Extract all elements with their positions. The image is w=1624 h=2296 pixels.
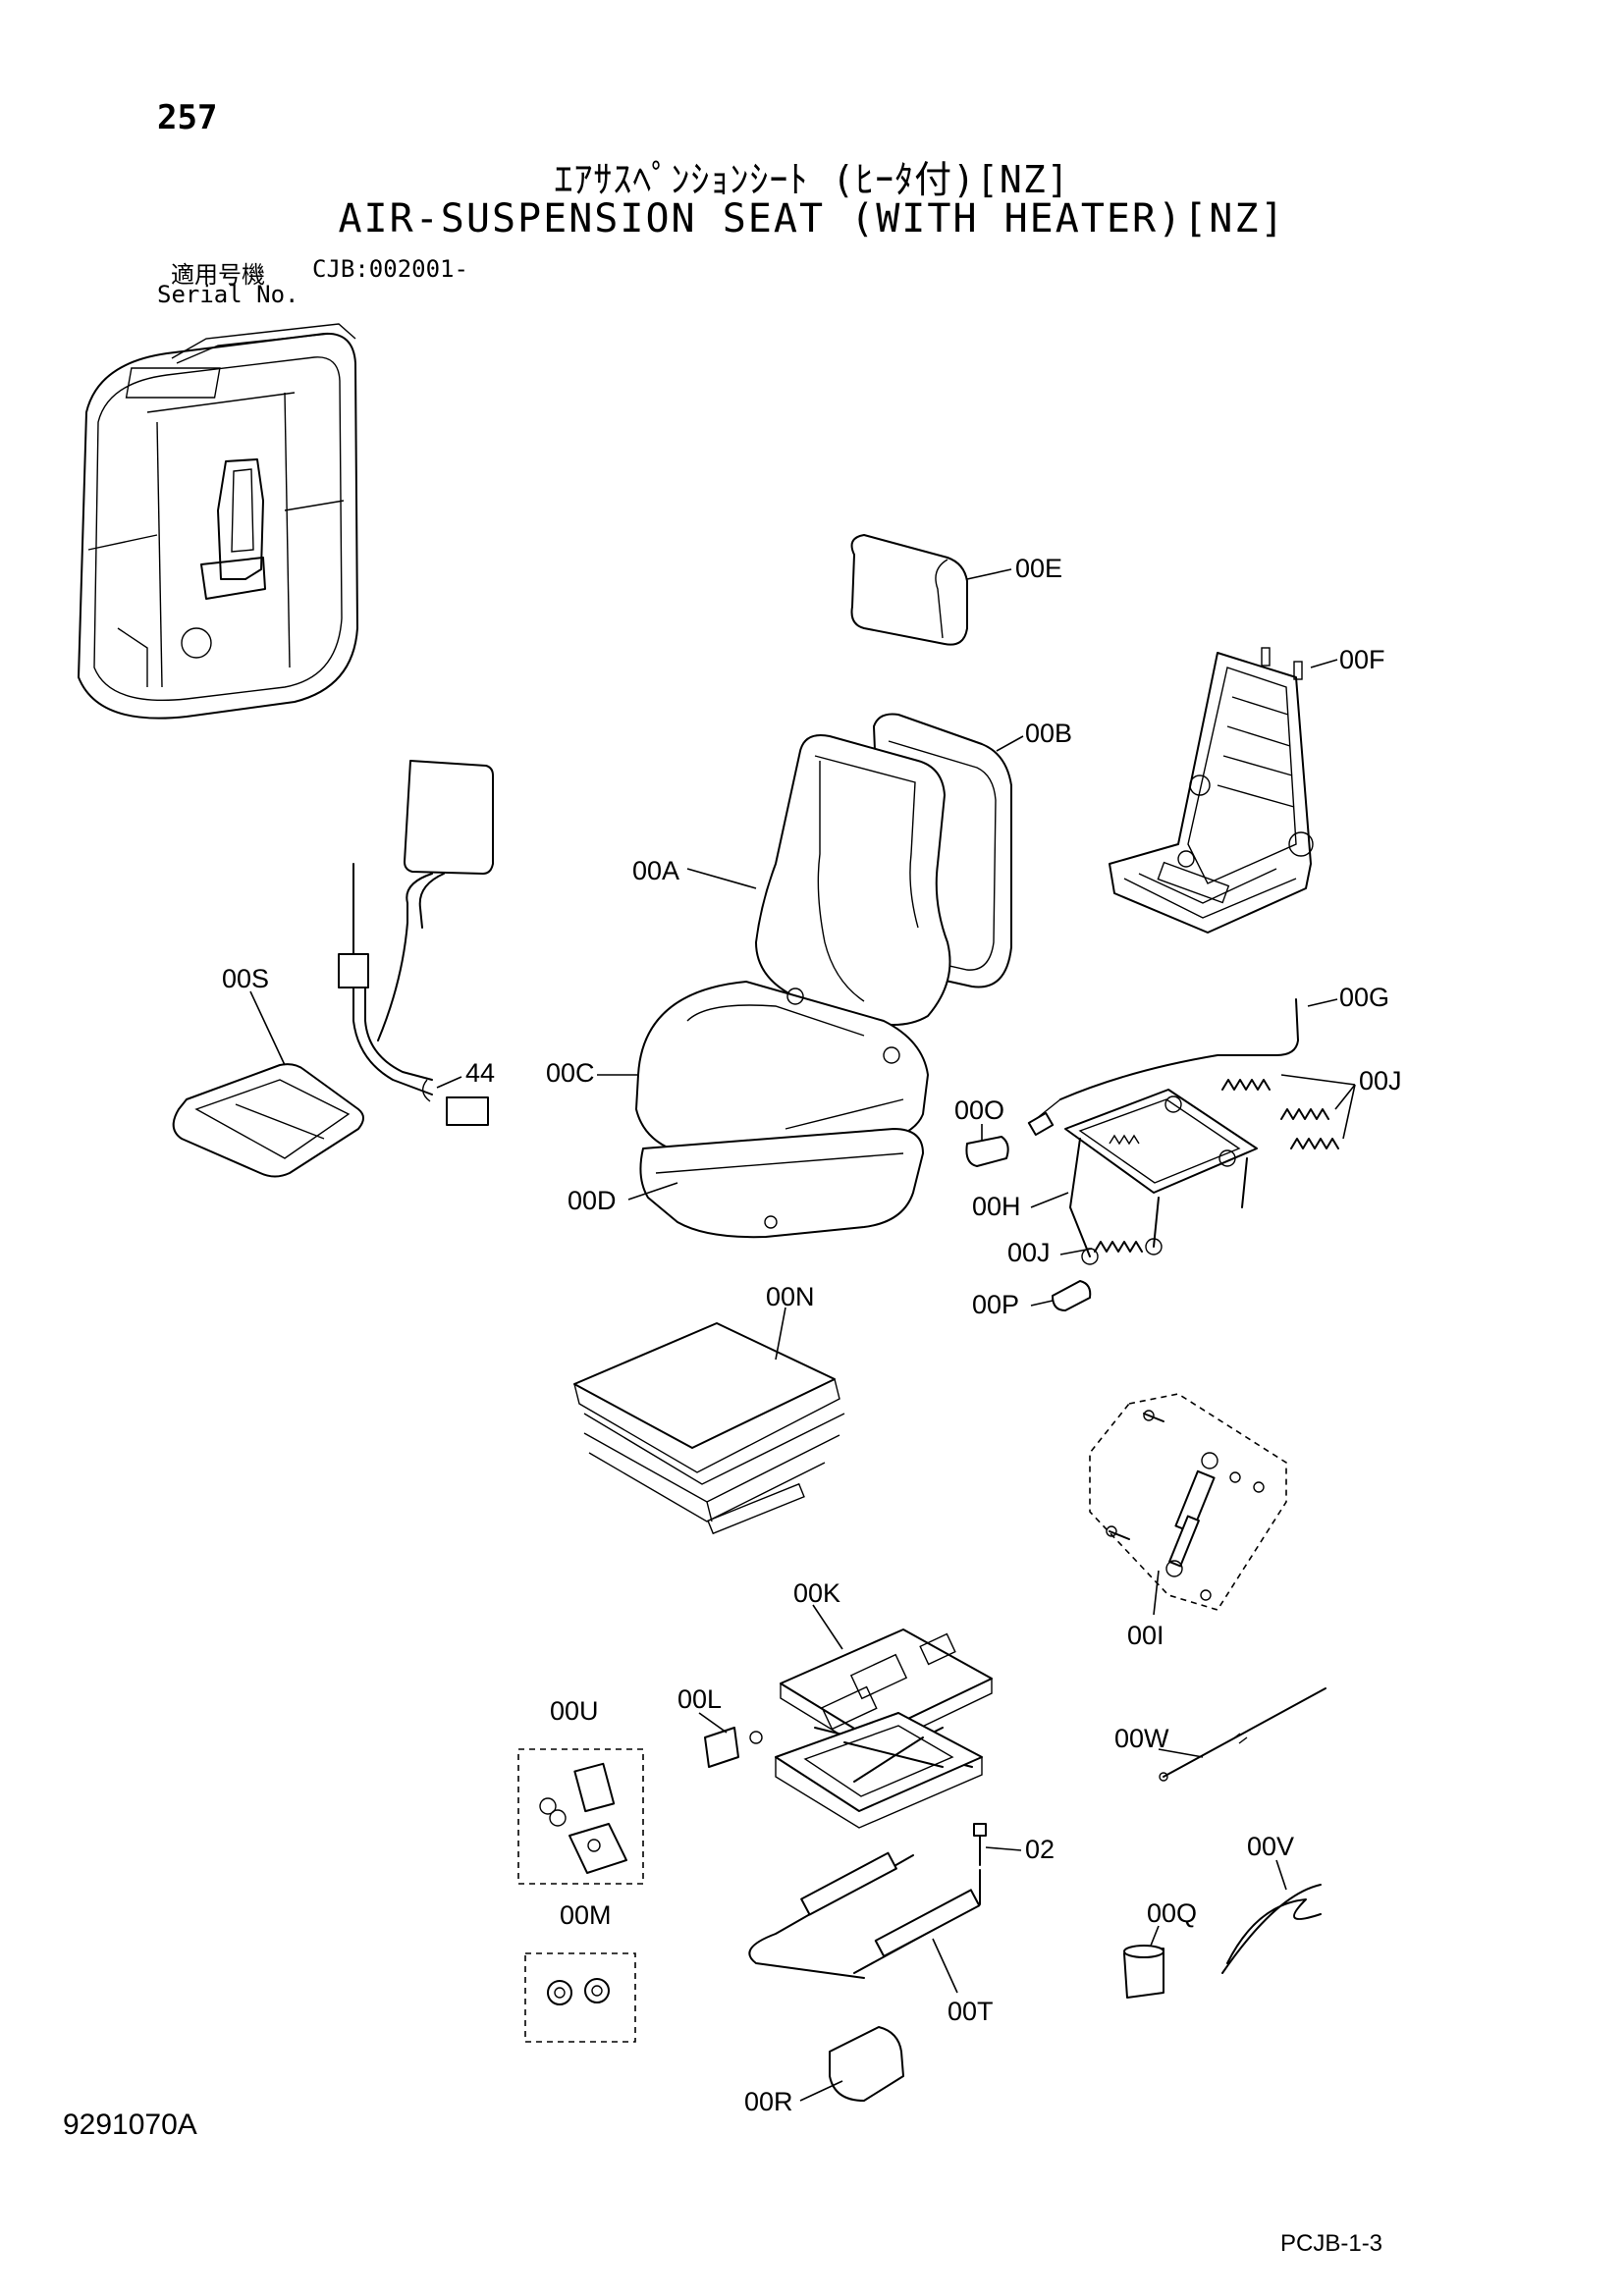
serial-label-english: Serial No. (157, 281, 299, 308)
callout-00V: 00V (1247, 1832, 1294, 1861)
callout-02: 02 (1025, 1835, 1055, 1864)
callout-00G: 00G (1339, 983, 1389, 1012)
callout-00E: 00E (1015, 554, 1062, 583)
callout-00T: 00T (947, 1997, 994, 2026)
part-00U-kit (517, 1748, 644, 1885)
part-00N-bellows-cover (573, 1307, 845, 1535)
part-00J-springs-upper (1221, 1074, 1356, 1149)
callout-44: 44 (465, 1058, 495, 1088)
cab-overview-illustration (78, 323, 358, 720)
callout-00W: 00W (1114, 1724, 1169, 1753)
callout-00D: 00D (568, 1186, 617, 1215)
callout-00R: 00R (744, 2087, 793, 2116)
callout-00C: 00C (546, 1058, 595, 1088)
page-number: 257 (157, 98, 218, 137)
callout-00Q: 00Q (1147, 1898, 1197, 1928)
part-00D-cushion-base (627, 1128, 924, 1239)
page-title-english: AIR-SUSPENSION SEAT (WITH HEATER)[NZ] (338, 196, 1286, 241)
serial-label-japanese: 適用号機 (171, 261, 265, 289)
part-00S-seat-heater (172, 760, 494, 1178)
callout-00S: 00S (222, 964, 269, 993)
callout-00M: 00M (560, 1900, 612, 1930)
sheet-code: PCJB-1-3 (1280, 2230, 1383, 2257)
callout-00K: 00K (793, 1578, 840, 1608)
part-00M-kit (524, 1952, 636, 2043)
part-00A-backrest (686, 734, 951, 1026)
part-00G-control-cable (1027, 998, 1338, 1137)
part-00H-suspension-linkage (1030, 1089, 1258, 1265)
part-00P-knob (1030, 1280, 1092, 1311)
callout-00U: 00U (550, 1696, 599, 1726)
serial-number-value: CJB:002001- (312, 255, 468, 283)
part-00Q-cap (1123, 1925, 1164, 1999)
callout-00N: 00N (766, 1282, 815, 1311)
part-00F-seat-frame (1109, 647, 1338, 934)
part-00V-wire (1221, 1859, 1322, 1974)
page-title-japanese: ｴｱｻｽﾍﾟﾝｼｮﾝｼｰﾄ (ﾋｰﾀ付)[NZ] (554, 158, 1070, 201)
callout-00B: 00B (1025, 719, 1072, 748)
callout-00J-lower: 00J (1007, 1238, 1051, 1267)
part-00K-scissor-suspension (775, 1604, 993, 1829)
callout-00A: 00A (632, 856, 679, 885)
part-00R-cover (799, 2026, 904, 2102)
callout-00O: 00O (954, 1095, 1004, 1125)
callout-00I: 00I (1127, 1621, 1164, 1650)
part-02-bolt (973, 1823, 1022, 1866)
callout-00L: 00L (677, 1684, 722, 1714)
callout-00J-upper: 00J (1359, 1066, 1402, 1095)
part-00E-headrest (850, 534, 1012, 646)
callout-00H: 00H (972, 1192, 1021, 1221)
drawing-number: 9291070A (63, 2109, 197, 2141)
part-00L-clip (698, 1712, 763, 1768)
part-00W-cable (1158, 1687, 1326, 1782)
part-00I-shock-absorber-kit (1089, 1393, 1287, 1616)
part-00C-seat-cushion (597, 981, 929, 1159)
part-00T-heater-harness (748, 1851, 981, 1994)
callout-00P: 00P (972, 1290, 1019, 1319)
part-00O-knob (965, 1124, 1009, 1167)
part-00J-spring-lower (1059, 1241, 1143, 1255)
callout-00F: 00F (1339, 645, 1385, 674)
